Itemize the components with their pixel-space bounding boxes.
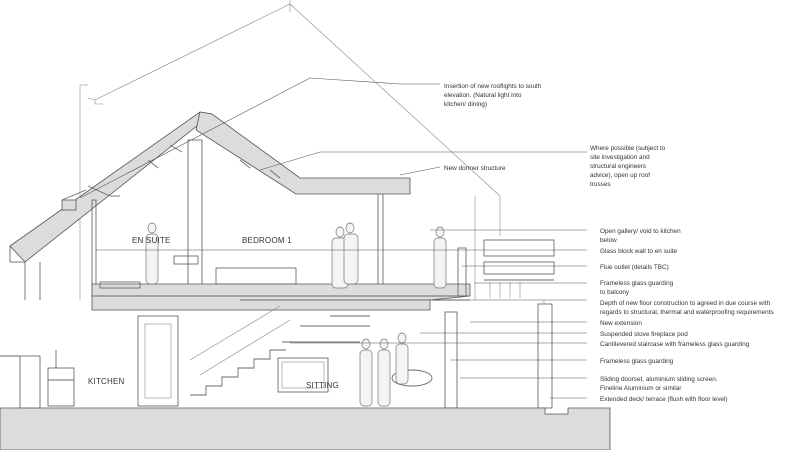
room-label-en-suite: EN SUITE [132,236,171,245]
extension [444,239,555,409]
room-label-kitchen: KITCHEN [88,377,125,386]
kitchen-fittings [47,315,179,407]
note-staircase: Cantilevered staircase with frameless gl… [600,341,750,348]
note-dormer: New dormer structure [444,165,506,172]
note-floor-depth: Depth of new floor construction to agree… [600,300,774,316]
note-stove: Suspended stove fireplace pod [600,331,688,338]
cantilevered-staircase [189,305,291,396]
note-glass-block: Glass block wall to en suite [600,248,678,255]
note-rooflights: Insertion of new rooflights to south ele… [444,83,543,108]
note-trusses: Where possible (subject to site investig… [590,145,667,188]
note-frameless: Frameless glass guarding [600,358,674,365]
note-gallery: Open gallery/ void to kitchen below [600,228,682,244]
tv-unit [277,357,329,393]
stove-pod [391,369,433,387]
room-label-bedroom: BEDROOM 1 [242,236,292,245]
note-deck: Extended deck/ terrace (flush with floor… [600,396,728,403]
first-floor-slab [91,283,471,311]
sitting-fittings [277,315,433,393]
door [137,315,179,407]
ground [0,355,611,450]
roof-section [9,111,411,263]
bed [215,267,297,285]
note-flue: Flue outlet (details TBC) [600,264,669,271]
note-extension: New extension [600,320,642,327]
rooflight [61,199,77,211]
column [537,303,553,409]
annotations: Insertion of new rooflights to south ele… [444,83,774,403]
bedroom-furniture [99,255,297,289]
figures [145,222,447,407]
note-doorset: Sliding doorset, aluminium sliding scree… [600,376,719,392]
note-frameless-balcony: Frameless glass guarding to balcony [600,280,675,296]
leader-lines [79,77,587,399]
room-label-sitting: SITTING [306,381,339,390]
